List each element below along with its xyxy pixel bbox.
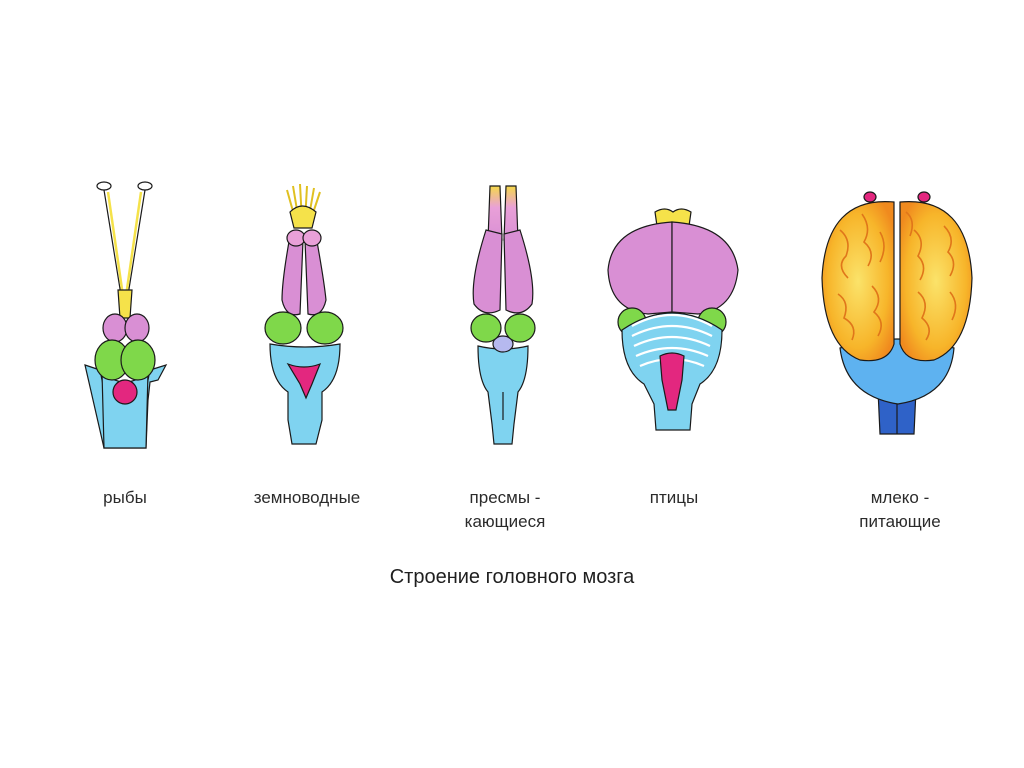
bird-brain xyxy=(607,208,739,431)
amphibian-brain xyxy=(264,183,344,445)
label-fish: рыбы xyxy=(103,488,147,507)
fish-brain xyxy=(84,181,168,449)
label-reptiles: пресмы - кающиеся xyxy=(464,488,546,531)
mammal-brain xyxy=(821,191,973,435)
label-amphibians: земноводные xyxy=(253,488,361,507)
diagram-caption: Строение головного мозга xyxy=(389,566,635,588)
reptile-brain xyxy=(470,185,536,445)
label-mammals: млеко - питающие xyxy=(859,488,941,531)
label-birds: птицы xyxy=(649,488,699,507)
